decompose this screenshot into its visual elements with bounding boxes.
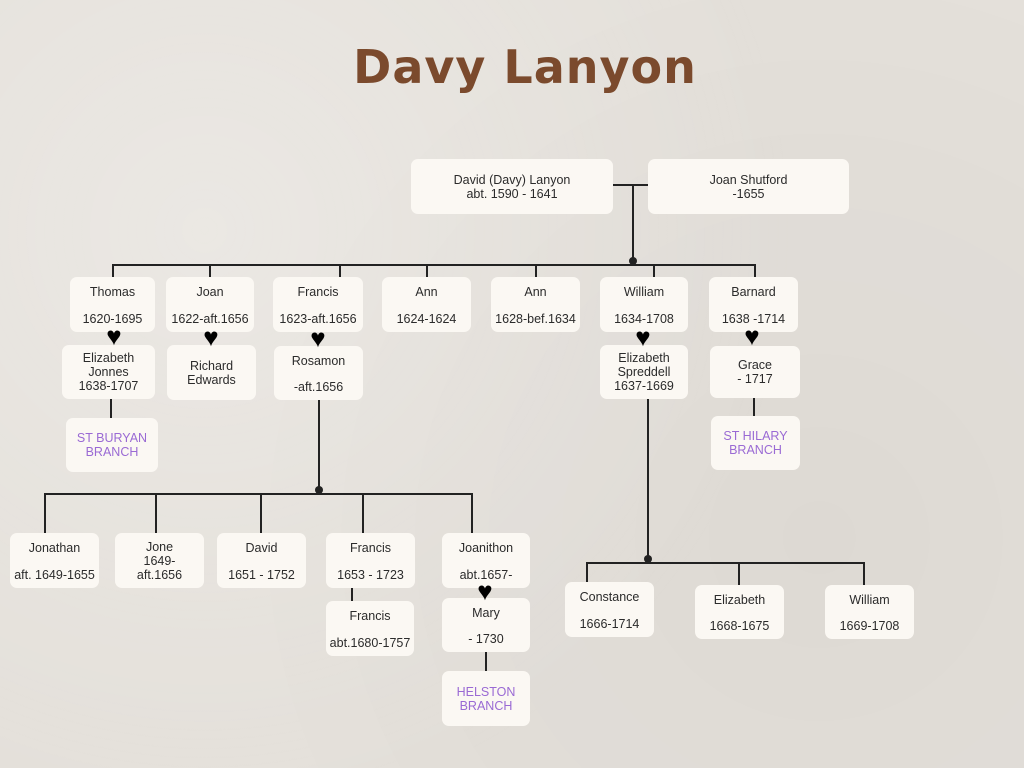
- person-dates: abt. 1590 - 1641: [466, 186, 558, 201]
- person-name: Mary: [472, 606, 500, 620]
- person-david: David 1651 - 1752: [217, 533, 306, 588]
- person-dates: 1649-: [143, 553, 176, 568]
- person-dates: 1638-1707: [78, 379, 139, 393]
- person-thomas: Thomas 1620-1695: [70, 277, 155, 332]
- person-name: Elizabeth: [82, 351, 135, 365]
- person-ann-1: Ann 1624-1624: [382, 277, 471, 332]
- person-name: Thomas: [89, 285, 136, 299]
- person-barnard: Barnard 1638 -1714: [709, 277, 798, 332]
- person-name: Edwards: [187, 372, 236, 387]
- person-name: David (Davy) Lanyon: [453, 172, 571, 187]
- person-name: Joan: [196, 285, 224, 299]
- person-name: Jonnes: [88, 365, 129, 379]
- person-constance: Constance 1666-1714: [565, 582, 654, 637]
- person-name: Ann: [415, 285, 438, 299]
- person-name: Joanithon: [458, 541, 514, 555]
- person-name: Constance: [579, 590, 640, 604]
- branch-label: ST HILARY: [723, 429, 788, 443]
- person-name: William: [849, 593, 890, 607]
- person-william: William 1634-1708: [600, 277, 688, 332]
- person-name: William: [623, 285, 665, 299]
- person-dates: 1622-aft.1656: [171, 312, 249, 326]
- person-ann-2: Ann 1628-bef.1634: [491, 277, 580, 332]
- person-name: Elizabeth: [713, 593, 766, 607]
- person-dates: 1620-1695: [82, 312, 143, 326]
- spouse-rosamon: Rosamon -aft.1656: [274, 346, 363, 400]
- spouse-grace: Grace- 1717: [710, 346, 800, 398]
- person-joan: Joan 1622-aft.1656: [166, 277, 254, 332]
- person-name: Francis: [349, 609, 391, 623]
- person-name: Francis: [350, 541, 391, 555]
- person-dates: aft. 1649-1655: [14, 568, 95, 582]
- person-dates: 1634-1708: [614, 312, 674, 326]
- person-elizabeth: Elizabeth 1668-1675: [695, 585, 784, 639]
- branch-label: BRANCH: [85, 445, 139, 459]
- person-joanithon: Joanithon abt.1657-: [442, 533, 530, 588]
- person-dates: - 1717: [737, 372, 773, 386]
- person-dates: - 1730: [468, 632, 504, 646]
- person-dates: aft.1656: [136, 567, 183, 582]
- person-name: Ann: [524, 285, 547, 299]
- person-dates: 1628-bef.1634: [495, 312, 576, 326]
- person-dates: 1668-1675: [709, 619, 770, 633]
- person-dates: -aft.1656: [293, 380, 344, 394]
- branch-label: BRANCH: [729, 443, 782, 457]
- person-name: Grace: [737, 358, 773, 372]
- person-david-lanyon: David (Davy) Lanyon abt. 1590 - 1641: [411, 159, 613, 214]
- heart-icon: ♥: [203, 322, 219, 352]
- person-dates: 1624-1624: [396, 312, 457, 326]
- person-name: Francis: [297, 285, 339, 299]
- branch-label: HELSTON: [456, 684, 516, 699]
- page-title: Davy Lanyon: [353, 40, 697, 94]
- person-dates: abt.1680-1757: [329, 636, 411, 650]
- person-dates: 1623-aft.1656: [279, 312, 357, 326]
- person-name: Richard: [189, 358, 234, 373]
- person-name: Rosamon: [291, 354, 346, 368]
- branch-label: ST BURYAN: [76, 431, 148, 445]
- person-dates: -1655: [732, 186, 765, 201]
- person-name: Joan Shutford: [709, 172, 788, 187]
- person-name: Jone: [145, 539, 174, 554]
- person-dates: 1669-1708: [839, 619, 900, 633]
- person-name: Jonathan: [28, 541, 81, 555]
- person-francis-jr: Francis 1653 - 1723: [326, 533, 415, 588]
- heart-icon: ♥: [310, 323, 326, 353]
- person-name: Spreddell: [617, 365, 671, 379]
- person-dates: 1651 - 1752: [228, 568, 295, 582]
- branch-label: BRANCH: [459, 698, 513, 713]
- person-francis-grandson: Francis abt.1680-1757: [326, 601, 414, 656]
- person-jonathan: Jonathan aft. 1649-1655: [10, 533, 99, 588]
- person-dates: 1666-1714: [579, 617, 640, 631]
- person-name: Barnard: [731, 285, 776, 299]
- heart-icon: ♥: [106, 321, 122, 351]
- person-dates: 1637-1669: [614, 379, 674, 393]
- person-william-jr: William 1669-1708: [825, 585, 914, 639]
- heart-icon: ♥: [477, 576, 493, 606]
- person-dates: 1653 - 1723: [337, 568, 404, 582]
- heart-icon: ♥: [635, 322, 651, 352]
- person-name: Elizabeth: [618, 351, 670, 365]
- spouse-mary: Mary - 1730: [442, 598, 530, 652]
- person-name: David: [245, 541, 278, 555]
- person-francis: Francis 1623-aft.1656: [273, 277, 363, 332]
- person-dates: abt.1657-: [459, 568, 513, 582]
- person-joan-shutford: Joan Shutford -1655: [648, 159, 849, 214]
- heart-icon: ♥: [744, 321, 760, 351]
- person-dates: 1638 -1714: [721, 312, 786, 326]
